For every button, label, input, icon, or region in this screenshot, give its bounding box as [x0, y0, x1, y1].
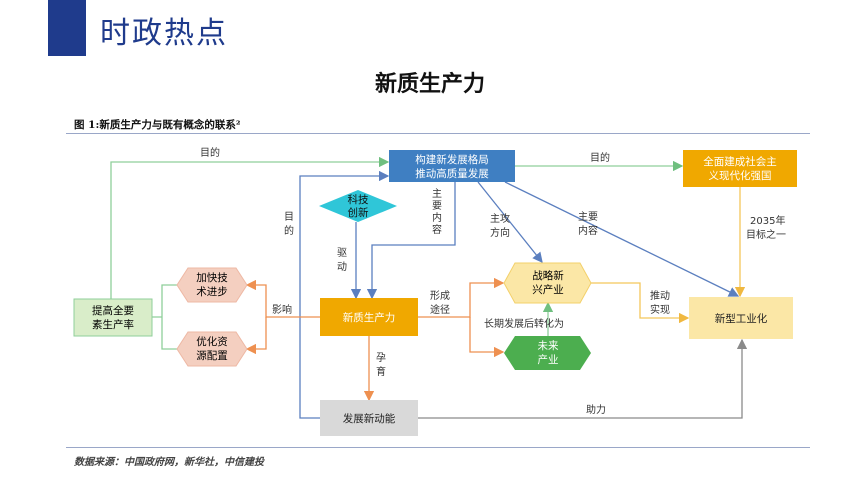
label-2035-2: 目标之一: [746, 228, 786, 241]
node-keji-line1: 科技: [348, 193, 369, 206]
label-changqi: 长期发展后转化为: [484, 317, 564, 330]
label-yunyu-1: 孕: [376, 352, 386, 364]
label-mudi-top: 目的: [200, 146, 220, 159]
figure-source: 数据来源：中国政府网，新华社，中信建投: [74, 457, 264, 468]
node-tigao-line1: 提高全要: [92, 304, 134, 317]
edge-xinzhi-to-jiakuai: [245, 279, 320, 318]
edge-xinzhi-to-weilai: [469, 317, 505, 358]
node-jiakuai-line2: 术进步: [196, 286, 228, 298]
edge-zhanlue-to-xinxing: [591, 282, 690, 324]
label-2035-1: 2035年: [750, 214, 785, 227]
node-weilai-line2: 产业: [538, 353, 559, 366]
label-zhuyao1-2: 要: [432, 200, 442, 212]
node-quanmian: 全面建成社会主 义现代化强国: [683, 150, 797, 187]
node-xinzhi: 新质生产力: [320, 298, 418, 336]
node-tigao: 提高全要 素生产率: [73, 298, 153, 337]
page-title: 新质生产力: [374, 72, 485, 97]
node-quanmian-line2: 义现代化强国: [709, 169, 772, 182]
label-mudi-vert-2: 的: [284, 224, 294, 237]
label-qudong-2: 动: [337, 261, 347, 273]
label-zhuyao1-4: 容: [432, 223, 442, 236]
node-zhanlue: 战略新 兴产业: [503, 262, 592, 304]
node-goujian-line2: 推动高质量发展: [415, 167, 489, 180]
source-divider: [66, 447, 810, 448]
label-zhuyao1-1: 主: [432, 188, 442, 200]
label-xingcheng-1: 形成: [430, 290, 450, 302]
edge-goujian-to-xinxing: [504, 181, 740, 297]
label-xingcheng-2: 途径: [430, 303, 450, 316]
label-mudi-right: 目的: [590, 151, 610, 164]
label-tuidong-1: 推动: [650, 289, 670, 302]
node-fazhan: 发展新动能: [320, 400, 418, 436]
node-jiakuai: 加快技 术进步: [176, 267, 248, 303]
figure-caption: 图 1:新质生产力与既有概念的联系²: [74, 119, 241, 131]
edge-fazhan-to-xinxing: [418, 338, 748, 419]
edge-hexes-to-tigao: [152, 284, 177, 350]
node-youhua: 优化资 源配置: [176, 331, 248, 367]
node-keji-line2: 创新: [348, 206, 369, 219]
label-zhuyao2-1: 主要: [578, 211, 598, 223]
label-tuidong-2: 实现: [650, 303, 670, 316]
node-quanmian-line1: 全面建成社会主: [703, 155, 777, 168]
header-accent-bar: [48, 0, 86, 56]
label-zhugong-1: 主攻: [490, 212, 510, 225]
label-mudi-vert-1: 目: [284, 212, 294, 223]
label-yunyu-2: 育: [376, 365, 386, 378]
header-title: 时政热点: [100, 16, 228, 51]
node-keji: 科技 创新: [319, 190, 397, 222]
edge-fazhan-loop-to-goujian: [299, 170, 390, 419]
node-youhua-line1: 优化资: [196, 335, 228, 348]
caption-divider: [66, 133, 810, 134]
node-xinxing-label: 新型工业化: [715, 312, 768, 325]
label-zhuli: 助力: [586, 403, 606, 416]
node-tigao-line2: 素生产率: [92, 318, 134, 331]
edge-goujian-zhuyao-xinzhi: [366, 182, 456, 300]
label-qudong-1: 驱: [337, 247, 347, 259]
node-goujian: 构建新发展格局 推动高质量发展: [389, 150, 515, 182]
node-weilai-line1: 未来: [538, 340, 559, 352]
node-goujian-line1: 构建新发展格局: [415, 153, 489, 166]
node-zhanlue-line2: 兴产业: [532, 283, 564, 296]
node-youhua-line2: 源配置: [196, 349, 228, 362]
label-zhugong-2: 方向: [490, 226, 510, 239]
label-zhuyao1-3: 内: [432, 211, 442, 224]
node-weilai: 未来 产业: [504, 336, 591, 370]
edge-xinzhi-to-zhanlue: [418, 277, 505, 318]
node-jiakuai-line1: 加快技: [196, 271, 228, 284]
node-zhanlue-line1: 战略新: [532, 269, 564, 282]
node-fazhan-label: 发展新动能: [343, 412, 396, 425]
node-xinxing: 新型工业化: [689, 297, 793, 339]
edge-xinzhi-to-youhua: [245, 317, 267, 355]
edge-goujian-to-zhanlue: [477, 181, 543, 264]
label-zhuyao2-2: 内容: [578, 224, 598, 237]
node-xinzhi-label: 新质生产力: [343, 311, 396, 324]
edge-tigao-to-goujian: [110, 156, 390, 299]
label-yingxiang: 影响: [272, 303, 292, 316]
